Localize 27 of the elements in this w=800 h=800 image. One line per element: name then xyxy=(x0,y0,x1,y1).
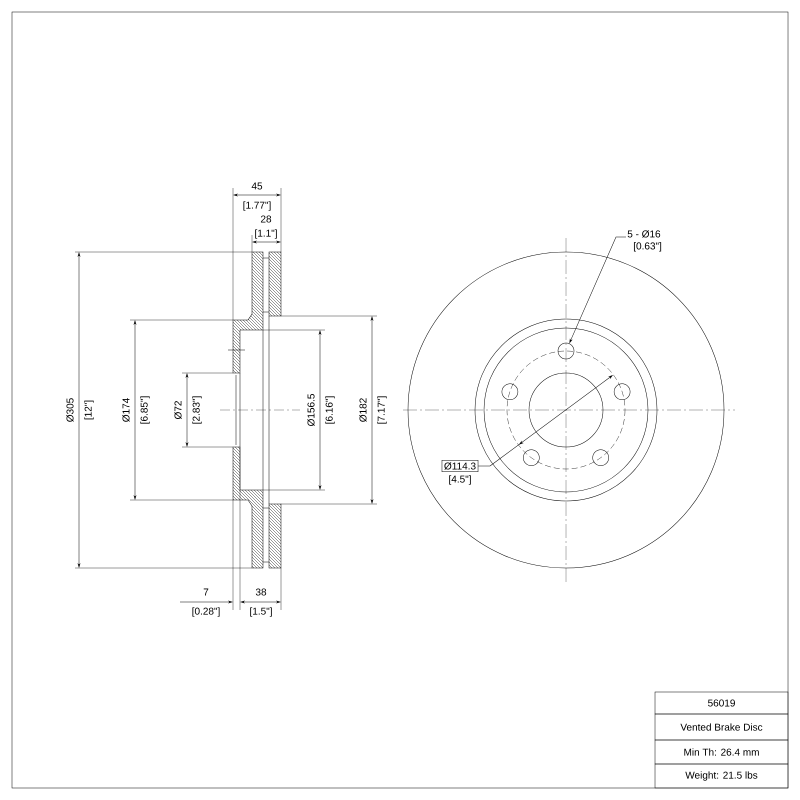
dimension-text: [1.1"] xyxy=(255,229,277,239)
dimension-text: Ø174 xyxy=(122,398,130,422)
dimension-text: [1.5"] xyxy=(250,607,272,617)
dimension-text: [6.16"] xyxy=(325,396,335,424)
dimension-text: [6.85"] xyxy=(140,396,150,424)
dimension-text: 38 xyxy=(256,588,266,596)
dimension-text: 5 - Ø16 [0.63"] xyxy=(628,230,662,252)
dimension-text: Ø156.5 xyxy=(307,394,315,426)
dimension-text: [4.5"] xyxy=(449,475,471,485)
dimension-text: [7.17"] xyxy=(377,396,387,424)
dimension-text: Ø182 xyxy=(359,398,367,422)
leader-line xyxy=(569,236,626,343)
dimension-text: Ø305 xyxy=(66,398,74,422)
bolt-hole xyxy=(558,342,574,360)
title-block-cell: Weight: 21.5 lbs xyxy=(654,764,788,788)
title-block-cell: 56019 xyxy=(654,692,788,714)
title-block-cell: Vented Brake Disc xyxy=(654,714,788,740)
dimension-text: [1.77"] xyxy=(243,201,271,211)
dimension-text: 28 xyxy=(260,215,272,223)
dimension-text: 45 xyxy=(252,182,262,190)
title-block-cell: Min Th: 26.4 mm xyxy=(654,740,788,764)
dimension-text: [2.83"] xyxy=(192,396,202,424)
dimension-text: [0.28"] xyxy=(192,607,220,617)
dimension-text: Ø72 xyxy=(174,401,182,420)
dimension-text: 7 xyxy=(204,588,208,596)
dimension-box: Ø114.3 xyxy=(442,460,478,472)
dimension-text: [12"] xyxy=(84,400,94,420)
